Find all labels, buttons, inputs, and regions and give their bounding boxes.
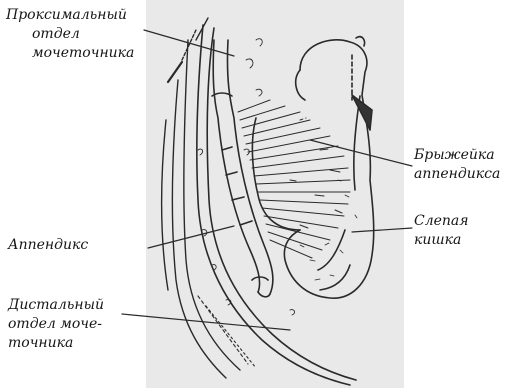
- label-distal-ureter-line-3: точника: [8, 334, 104, 353]
- label-cecum: Слепая кишка: [414, 212, 469, 250]
- label-distal-ureter: Дистальный отдел моче- точника: [8, 296, 104, 353]
- cecum-texture: [300, 180, 357, 280]
- leader-proximal-ureter: [144, 30, 234, 56]
- label-distal-ureter-line-2: отдел моче-: [8, 315, 104, 334]
- label-appendix: Аппендикс: [8, 236, 88, 255]
- leader-appendix: [148, 226, 234, 248]
- leader-mesoappendix: [310, 140, 412, 166]
- label-mesoappendix-line-1: Брыжейка: [414, 146, 500, 165]
- label-proximal-ureter-line-2: отдел: [6, 25, 134, 44]
- leader-lines: [122, 30, 412, 330]
- wall-texture: [198, 39, 295, 315]
- label-proximal-ureter-line-1: Проксимальный: [6, 6, 134, 25]
- label-mesoappendix-line-2: аппендикса: [414, 165, 500, 184]
- label-cecum-line-2: кишка: [414, 231, 469, 250]
- label-mesoappendix: Брыжейка аппендикса: [414, 146, 500, 184]
- label-cecum-line-1: Слепая: [414, 212, 469, 231]
- leader-cecum: [352, 228, 412, 232]
- label-proximal-ureter-line-3: мочеточника: [6, 44, 134, 63]
- label-proximal-ureter: Проксимальный отдел мочеточника: [6, 6, 134, 63]
- label-appendix-line-1: Аппендикс: [8, 236, 88, 255]
- label-distal-ureter-line-1: Дистальный: [8, 296, 104, 315]
- ureter-shape: [197, 25, 356, 385]
- cecum-outline: [252, 37, 373, 298]
